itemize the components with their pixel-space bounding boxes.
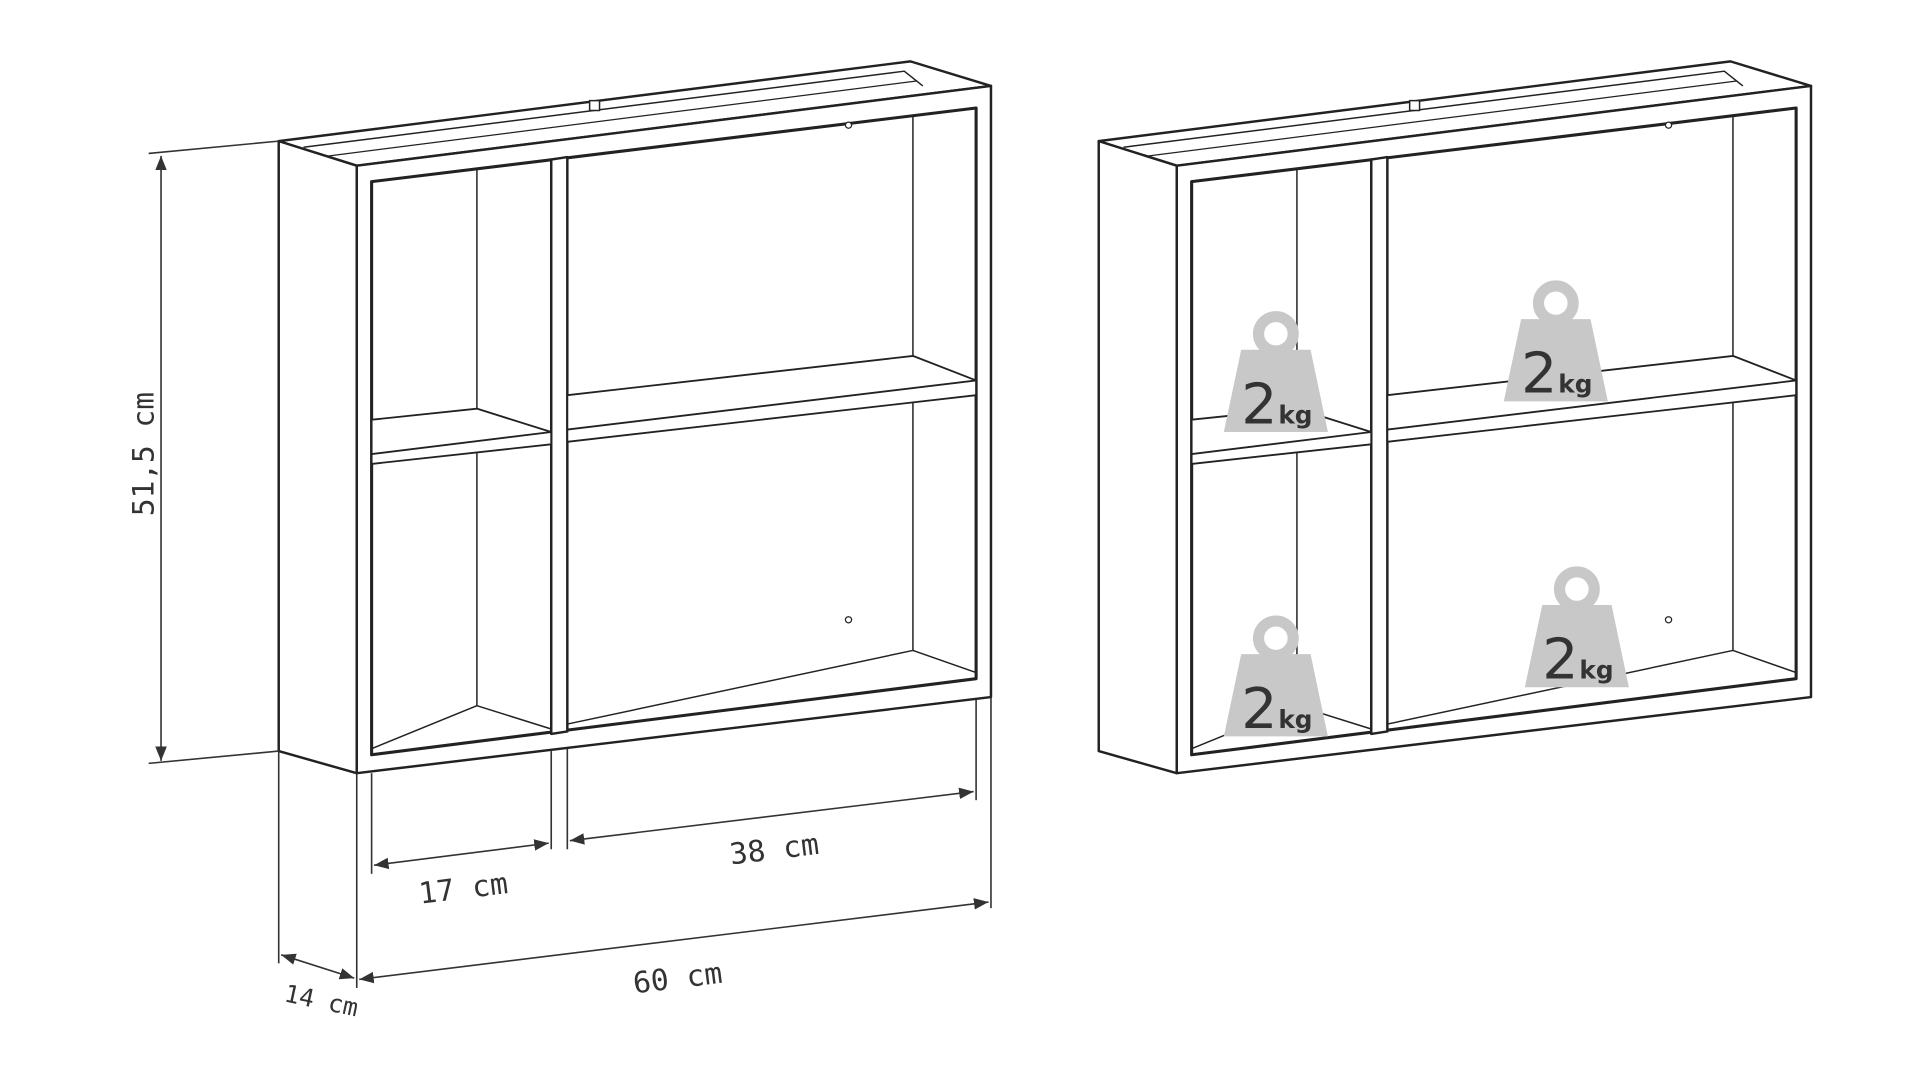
depth-dimension: [280, 953, 355, 980]
dimension-lines: [148, 140, 992, 988]
weight-icon-bottom-right: 2 kg: [1525, 572, 1629, 693]
svg-text:kg: kg: [1579, 656, 1613, 685]
right-width-dimension: [569, 787, 974, 845]
weight-icon-top-right: 2 kg: [1504, 286, 1608, 407]
weight-icon-top-left: 2 kg: [1224, 317, 1328, 438]
weight-icon-bottom-left: 2 kg: [1224, 621, 1328, 742]
svg-text:2: 2: [1521, 341, 1557, 407]
svg-text:kg: kg: [1278, 705, 1312, 734]
shelf-load-view: [1097, 59, 1813, 775]
svg-text:kg: kg: [1278, 401, 1312, 430]
svg-text:2: 2: [1241, 676, 1277, 742]
left-width-dimension: [373, 839, 549, 870]
total-width-dimension: [359, 898, 989, 984]
svg-text:2: 2: [1241, 372, 1277, 438]
depth-label: 14 cm: [282, 979, 361, 1023]
height-label: 51,5 cm: [126, 392, 160, 516]
svg-text:kg: kg: [1558, 370, 1592, 399]
right-width-label: 38 cm: [728, 827, 821, 871]
left-width-label: 17 cm: [417, 866, 510, 910]
shelf-dimensioned-view: [277, 59, 993, 775]
svg-text:2: 2: [1542, 627, 1578, 693]
total-width-label: 60 cm: [631, 956, 724, 1000]
